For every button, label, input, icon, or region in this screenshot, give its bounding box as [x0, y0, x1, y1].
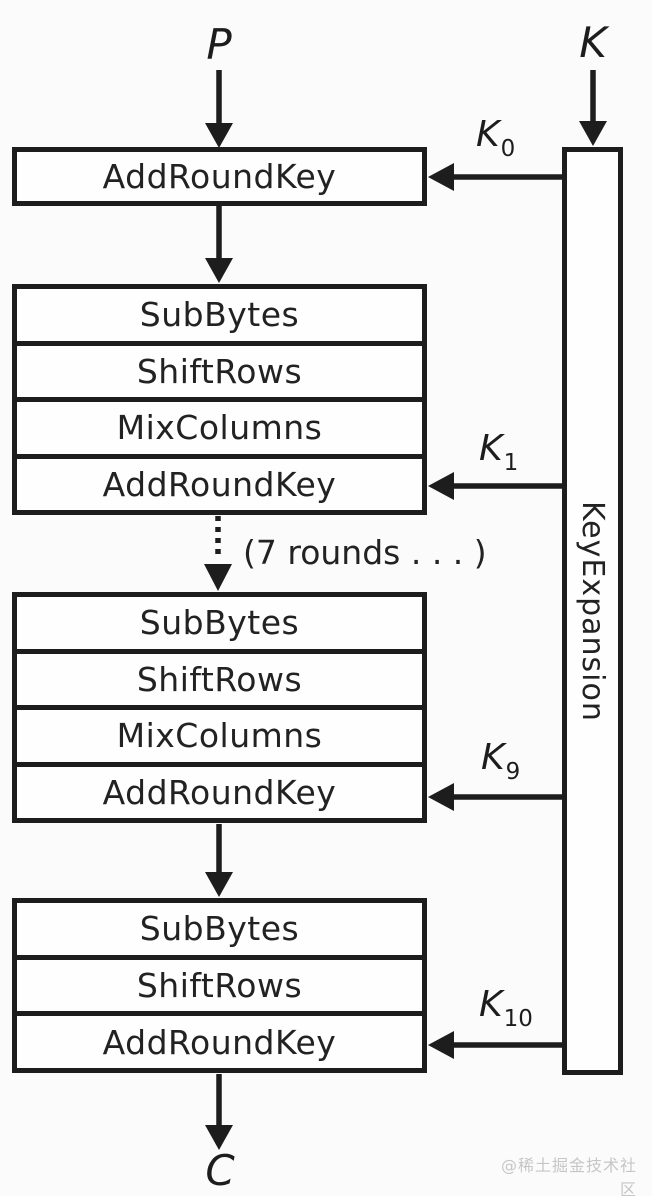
arrow-roundkey-k0-icon — [428, 163, 562, 191]
final-round-box: SubBytes ShiftRows AddRoundKey — [12, 898, 427, 1073]
round-key-label-k0: K0 — [476, 114, 515, 162]
round-key-base: K — [479, 984, 503, 1025]
step-mixcolumns: MixColumns — [17, 397, 422, 454]
round-key-subscript: 10 — [503, 1006, 533, 1032]
key-label: K — [579, 18, 607, 67]
round-key-base: K — [479, 428, 503, 469]
step-shiftrows: ShiftRows — [17, 340, 422, 398]
round-1-box: SubBytes ShiftRows MixColumns AddRoundKe… — [12, 284, 427, 515]
arrow-roundkey-k10-icon — [428, 1031, 562, 1059]
arrow-plaintext-input-icon — [205, 70, 233, 148]
round-key-label-k9: K9 — [481, 737, 520, 785]
round-9-box: SubBytes ShiftRows MixColumns AddRoundKe… — [12, 592, 427, 823]
step-shiftrows: ShiftRows — [17, 954, 422, 1012]
step-addroundkey: AddRoundKey — [17, 453, 422, 511]
round-key-subscript: 1 — [503, 450, 519, 476]
initial-addroundkey-box: AddRoundKey — [12, 147, 427, 206]
step-addroundkey: AddRoundKey — [17, 1011, 422, 1068]
step-subbytes: SubBytes — [139, 295, 300, 335]
arrow-initial-to-round1-icon — [205, 206, 233, 283]
ciphertext-label: C — [205, 1146, 235, 1195]
round-key-subscript: 9 — [505, 759, 521, 785]
step-subbytes: SubBytes — [139, 603, 300, 643]
arrow-roundkey-k1-icon — [428, 472, 562, 500]
watermark-text: @稀土掘金技术社区 — [500, 1156, 637, 1196]
arrow-ciphertext-output-icon — [205, 1074, 233, 1150]
key-expansion-label: KeyExpansion — [575, 500, 610, 722]
round-key-label-k1: K1 — [479, 428, 518, 476]
plaintext-label: P — [206, 20, 232, 69]
step-addroundkey: AddRoundKey — [17, 761, 422, 819]
key-expansion-box: KeyExpansion — [562, 147, 623, 1075]
arrow-key-input-icon — [579, 70, 607, 146]
step-mixcolumns: MixColumns — [17, 705, 422, 762]
middle-rounds-note: (7 rounds . . . ) — [243, 533, 487, 572]
step-subbytes: SubBytes — [139, 909, 300, 949]
round-key-base: K — [476, 114, 500, 155]
step-addroundkey: AddRoundKey — [102, 157, 337, 196]
arrow-roundkey-k9-icon — [428, 783, 562, 811]
round-key-label-k10: K10 — [479, 984, 533, 1032]
arrow-middle-rounds-dotted-icon — [204, 516, 232, 591]
arrow-round9-to-final-icon — [205, 824, 233, 897]
round-key-subscript: 0 — [500, 136, 516, 162]
step-shiftrows: ShiftRows — [17, 648, 422, 706]
round-key-base: K — [481, 737, 505, 778]
